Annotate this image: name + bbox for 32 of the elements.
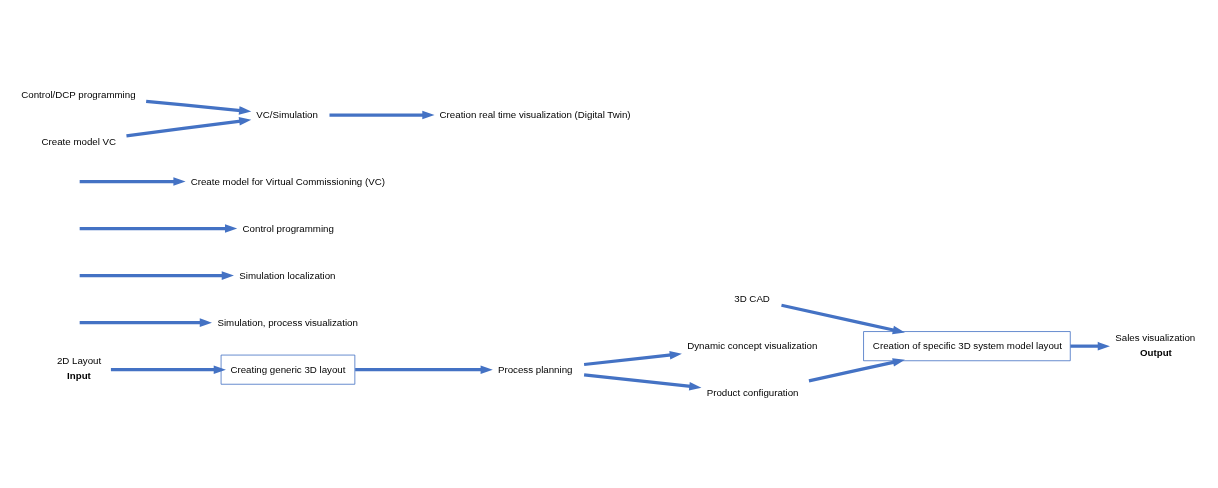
node-box: Creation of specific 3D system model layout bbox=[863, 331, 1071, 362]
arrow bbox=[781, 303, 905, 335]
node-text: Create model for Virtual Commissioning (VC) bbox=[190, 175, 385, 187]
node-text: 3D CAD bbox=[734, 293, 770, 305]
node-text: 2D Layout bbox=[56, 355, 102, 367]
node-text: Sales visualization bbox=[1115, 331, 1196, 343]
node-label: Input bbox=[67, 370, 91, 382]
node-text: Creation real time visualization (Digital Twin) bbox=[439, 109, 631, 121]
node-text: Control/DCP programming bbox=[21, 88, 136, 100]
node-text: Simulation localization bbox=[239, 269, 336, 281]
node-text: Simulation, process visualization bbox=[217, 316, 358, 328]
arrow bbox=[1070, 341, 1110, 351]
arrow bbox=[146, 99, 252, 115]
arrow bbox=[583, 373, 702, 391]
arrow bbox=[329, 110, 435, 120]
node-text: Create model VC bbox=[41, 135, 117, 147]
arrow bbox=[79, 271, 234, 280]
arrow bbox=[79, 318, 212, 327]
node-label: Output bbox=[1140, 346, 1172, 358]
arrow bbox=[79, 224, 238, 233]
node-text: Control programming bbox=[242, 222, 334, 234]
node-text: Product configuration bbox=[706, 387, 799, 399]
arrow bbox=[110, 365, 226, 374]
arrow bbox=[808, 358, 905, 383]
node-text: VC/Simulation bbox=[256, 109, 318, 121]
node-text: Process planning bbox=[497, 363, 573, 375]
arrow bbox=[583, 350, 682, 367]
arrow bbox=[126, 117, 252, 138]
arrow bbox=[355, 365, 493, 374]
arrow bbox=[79, 177, 186, 186]
node-box: Creating generic 3D layout bbox=[220, 354, 356, 385]
node-text: Dynamic concept visualization bbox=[687, 340, 818, 352]
